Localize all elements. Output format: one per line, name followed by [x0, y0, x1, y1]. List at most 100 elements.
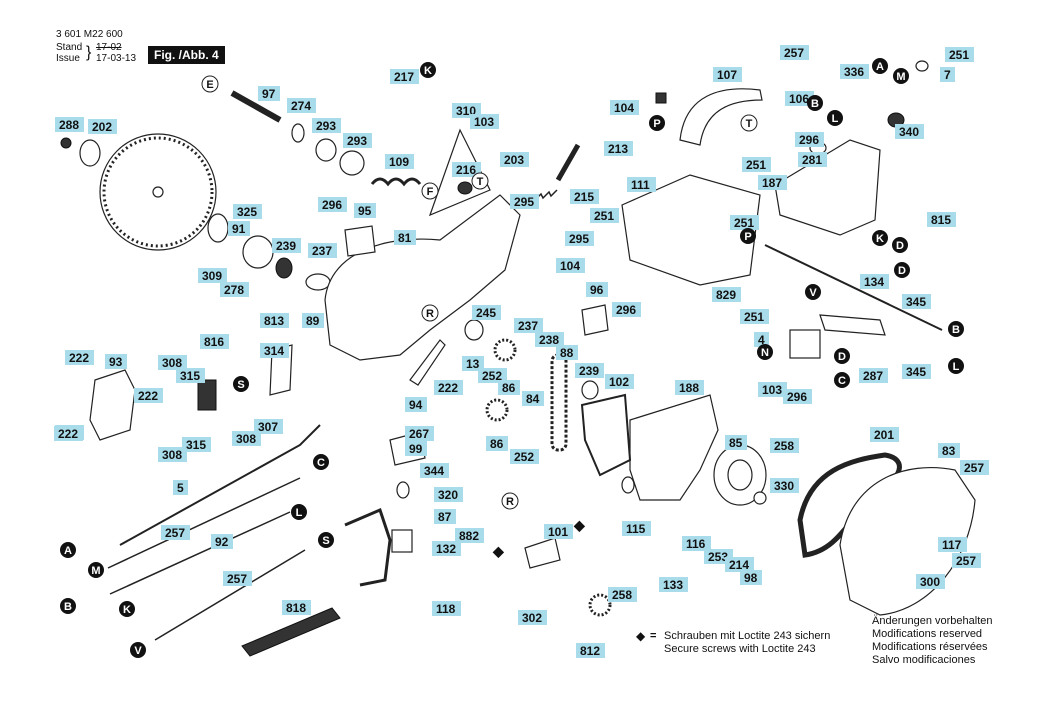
part-label-text: 98 — [744, 571, 758, 585]
part-label-bg — [740, 570, 762, 585]
gear-housing-188 — [629, 394, 719, 501]
part-label-bg — [134, 388, 163, 403]
stand-date: 17-02 — [96, 42, 122, 53]
callout-b: B — [807, 95, 823, 111]
part-label-text: 103 — [474, 115, 494, 129]
handle-106 — [679, 88, 763, 146]
part-label-text: 109 — [389, 155, 409, 169]
part-label-93: 93 — [105, 354, 127, 369]
part-label-text: 217 — [394, 70, 414, 84]
part-label-text: 296 — [322, 198, 342, 212]
plate-96 — [581, 304, 609, 336]
part-label-text: 222 — [69, 351, 89, 365]
part-label-text: 91 — [232, 222, 246, 236]
spring-109 — [370, 177, 422, 187]
part-label-bg — [158, 355, 187, 370]
callout-circle — [872, 230, 888, 246]
part-label-111: 111 — [627, 177, 656, 192]
part-label-bg — [510, 194, 539, 209]
part-label-bg — [522, 391, 544, 406]
part-label-text: 133 — [663, 578, 683, 592]
part-label-829: 829 — [712, 287, 741, 302]
part-label-bg — [730, 215, 759, 230]
part-label-text: 257 — [956, 554, 976, 568]
part-label-296: 296 — [795, 132, 824, 147]
part-label-text: 295 — [514, 195, 534, 209]
callout-circle — [894, 262, 910, 278]
part-label-bg — [859, 368, 888, 383]
part-label-96: 96 — [586, 282, 608, 297]
part-label-287: 287 — [859, 368, 888, 383]
callout-circle — [88, 562, 104, 578]
part-label-134: 134 — [860, 274, 889, 289]
part-label-text: 237 — [312, 244, 332, 258]
part-label-text: 99 — [409, 442, 423, 456]
part-label-bg — [622, 521, 651, 536]
callout-circle — [807, 95, 823, 111]
callout-f: F — [421, 182, 439, 200]
part-label-text: 201 — [874, 428, 894, 442]
callout-letter: L — [296, 507, 303, 519]
callout-circle — [291, 504, 307, 520]
brush-213 — [555, 143, 581, 182]
part-label-bg — [198, 268, 227, 283]
callout-circle — [318, 532, 334, 548]
bearing-293b — [339, 150, 365, 176]
part-label-95: 95 — [354, 203, 376, 218]
part-label-text: 83 — [942, 444, 956, 458]
part-label-237: 237 — [308, 243, 337, 258]
part-label-bg — [260, 313, 289, 328]
part-label-99: 99 — [405, 441, 427, 456]
part-label-bg — [176, 368, 205, 383]
part-label-296: 296 — [783, 389, 812, 404]
part-label-325: 325 — [233, 204, 262, 219]
cable-133 — [109, 511, 291, 595]
part-label-267: 267 — [405, 426, 434, 441]
part-label-bg — [223, 571, 252, 586]
part-label-text: 813 — [264, 314, 284, 328]
part-label-bg — [390, 69, 419, 84]
part-label-308: 308 — [232, 431, 261, 446]
callout-n: N — [757, 344, 773, 360]
part-label-bg — [455, 528, 484, 543]
stand-label: Stand — [56, 42, 83, 53]
callout-letter: V — [134, 645, 142, 657]
part-label-251: 251 — [590, 208, 619, 223]
part-label-text: 245 — [476, 306, 496, 320]
belt-201 — [797, 452, 902, 558]
part-label-bg — [478, 368, 507, 383]
part-label-text: 222 — [438, 381, 458, 395]
part-label-text: 315 — [186, 438, 206, 452]
part-label-302: 302 — [518, 610, 547, 625]
part-label-251: 251 — [742, 157, 771, 172]
part-label-text: 102 — [609, 375, 629, 389]
part-label-97: 97 — [258, 86, 280, 101]
part-label-bg — [927, 212, 956, 227]
part-label-text: 111 — [631, 178, 650, 192]
part-label-text: 116 — [686, 537, 706, 551]
part-label-bg — [105, 354, 127, 369]
part-label-bg — [960, 460, 989, 475]
part-label-text: 132 — [436, 542, 456, 556]
part-label-text: 829 — [716, 288, 736, 302]
part-label-text: 252 — [482, 369, 502, 383]
legend-line-en: Secure screws with Loctite 243 — [664, 643, 816, 655]
part-label-293: 293 — [312, 118, 341, 133]
part-label-115: 115 — [622, 521, 651, 536]
part-label-106: 106 — [785, 91, 814, 106]
callout-circle — [60, 542, 76, 558]
part-label-text: 7 — [944, 68, 951, 82]
part-label-bg — [712, 287, 741, 302]
part-label-bg — [434, 509, 456, 524]
modification-notes: Änderungen vorbehalten Modifications res… — [872, 615, 992, 667]
part-label-text: 300 — [920, 575, 940, 589]
part-label-text: 815 — [931, 213, 951, 227]
part-label-bg — [627, 177, 656, 192]
callout-circle — [893, 68, 909, 84]
part-label-text: 308 — [236, 432, 256, 446]
block-98 — [391, 529, 413, 553]
part-label-bg — [659, 577, 688, 592]
flange-310 — [79, 139, 101, 167]
callout-circle — [834, 372, 850, 388]
